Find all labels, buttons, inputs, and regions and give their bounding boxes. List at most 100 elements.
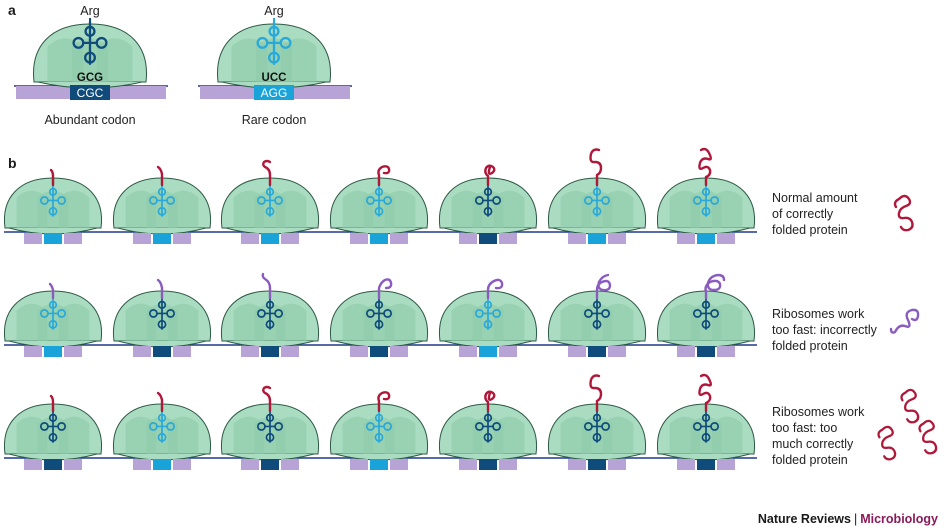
trna-top-loop [701, 413, 711, 422]
trna-top-loop [265, 413, 275, 422]
trna [583, 409, 611, 443]
ribosome-site [167, 190, 199, 228]
ribosome-site [384, 303, 416, 341]
correct-protein [589, 374, 603, 413]
mrna-block-left [459, 233, 477, 244]
correct-protein [589, 148, 603, 187]
protein-chain [698, 373, 712, 413]
trna [256, 409, 284, 443]
codon-block [479, 233, 497, 244]
codon-blocks [459, 346, 517, 357]
codon-block [370, 346, 388, 357]
protein-chain [49, 168, 55, 187]
trna-top-loop [483, 300, 493, 309]
protein-chain [156, 165, 164, 187]
journal-credit: Nature Reviews|Microbiology [758, 512, 938, 526]
anticodon-label: GCG [77, 72, 103, 84]
correct-protein [698, 147, 712, 187]
folded-protein-icon [918, 419, 938, 455]
incorrect-protein [377, 278, 393, 300]
mrna-block-left [677, 233, 695, 244]
trna-anticodon-loop [374, 206, 384, 216]
ribosome-site [711, 190, 743, 228]
trna-top-loop [483, 187, 493, 196]
row-3-label-line: too fast: too [772, 421, 838, 435]
mrna-block-right [608, 459, 626, 470]
incorrect-protein [261, 272, 272, 300]
trna [474, 409, 502, 443]
codon-block [261, 346, 279, 357]
codon-block [370, 459, 388, 470]
codon-box [70, 85, 110, 100]
trna [583, 183, 611, 217]
codon-blocks [24, 233, 82, 244]
folded-protein-path [893, 194, 914, 232]
trna [256, 183, 284, 217]
protein-chain [589, 374, 603, 413]
codon-blocks [459, 459, 517, 470]
row-1-label-line: folded protein [772, 223, 848, 237]
codon-blocks [350, 233, 408, 244]
mrna-block-left [241, 346, 259, 357]
incorrect-protein [486, 278, 504, 300]
trna-anticodon-loop [592, 206, 602, 216]
trna-anticodon-loop [701, 206, 711, 216]
panel-a-letter: a [8, 2, 16, 18]
trna [365, 296, 393, 330]
codon-blocks [677, 346, 735, 357]
mrna-block-left [24, 459, 42, 470]
trna-anticodon-loop [268, 51, 280, 64]
codon-block [44, 233, 62, 244]
codon-block [153, 346, 171, 357]
protein-chain [484, 390, 496, 413]
trna [256, 296, 284, 330]
codon-block [588, 233, 606, 244]
correct-protein [484, 164, 496, 187]
protein-chain [595, 273, 612, 300]
codon-block [370, 233, 388, 244]
codon-blocks [568, 346, 626, 357]
row-2-label: Ribosomes work too fast: incorrectly fol… [772, 306, 902, 354]
codon-blocks [241, 346, 299, 357]
codon-blocks [350, 459, 408, 470]
trna-top-loop [592, 413, 602, 422]
trna [692, 296, 720, 330]
ribosome-site [711, 303, 743, 341]
trna [148, 183, 176, 217]
mrna-block-left [350, 233, 368, 244]
mrna-block-left [24, 346, 42, 357]
codon-block [697, 233, 715, 244]
trna-anticodon-loop [483, 319, 493, 329]
correct-protein [484, 390, 496, 413]
trna-anticodon-loop [374, 432, 384, 442]
correct-protein [262, 385, 272, 413]
ribosome-site [384, 190, 416, 228]
protein-chain [156, 278, 164, 300]
codon-blocks [241, 459, 299, 470]
mrna-block-left [133, 233, 151, 244]
correct-protein [156, 165, 164, 187]
protein-chain [589, 148, 603, 187]
trna-top-loop [157, 187, 167, 196]
mrna-block-right [173, 233, 191, 244]
protein-chain [486, 278, 504, 300]
ribosome-site [58, 416, 90, 454]
mrna-block-left [459, 459, 477, 470]
row-1-label-line: Normal amount [772, 191, 858, 205]
trna [72, 20, 108, 66]
protein-chain [262, 385, 272, 413]
trna-anticodon-loop [157, 206, 167, 216]
trna-anticodon-loop [48, 319, 58, 329]
mrna-block-right [499, 459, 517, 470]
ribosome-site [96, 38, 133, 82]
mrna-block-left [241, 459, 259, 470]
trna [148, 296, 176, 330]
trna [583, 296, 611, 330]
trna [39, 183, 67, 217]
codon-block [479, 346, 497, 357]
correct-protein [49, 168, 55, 187]
correct-protein [377, 165, 391, 187]
journal-name: Nature Reviews [757, 512, 851, 526]
trna-top-loop [268, 25, 280, 37]
amino-acid-label: Arg [80, 4, 100, 18]
